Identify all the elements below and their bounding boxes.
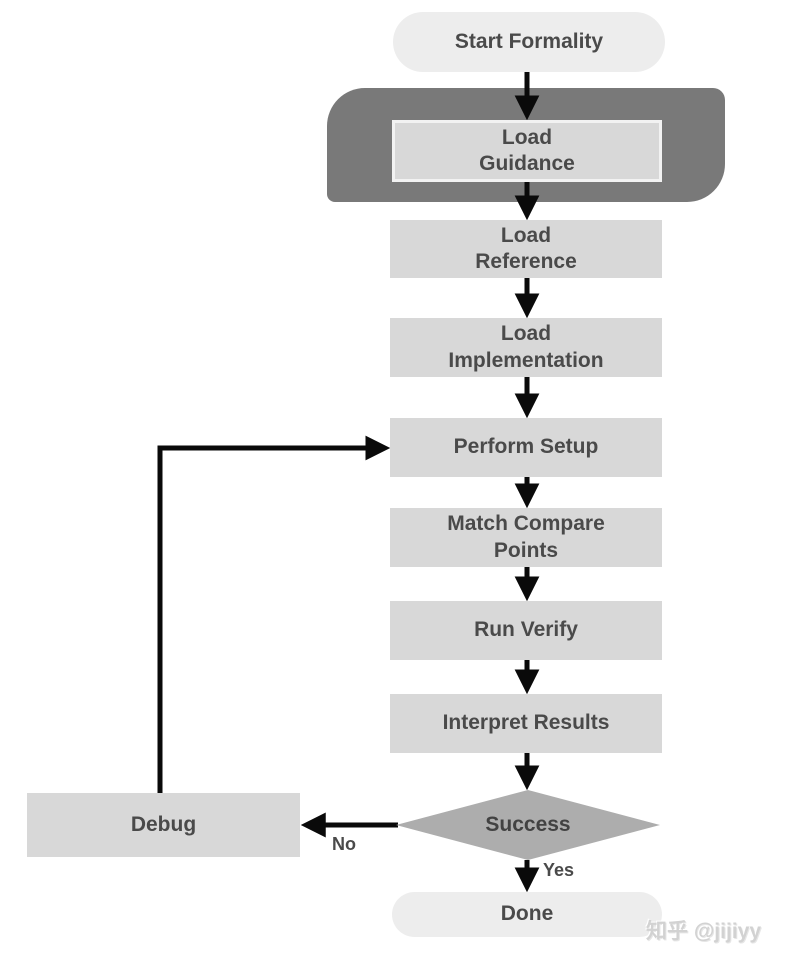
node-label: Load Guidance xyxy=(479,125,575,175)
node-label: Perform Setup xyxy=(453,435,599,459)
node-label: Load Reference xyxy=(475,223,577,273)
node-interpret-results: Interpret Results xyxy=(390,694,662,753)
node-label: Debug xyxy=(130,812,197,836)
edge-label-yes: Yes xyxy=(543,860,575,880)
edge-label-no: No xyxy=(332,834,356,854)
node-match-compare-points: Match Compare Points xyxy=(390,508,662,567)
edge-debug-loop-to-perform-setup xyxy=(157,435,391,793)
node-label: Load Implementation xyxy=(448,322,604,372)
node-load-guidance: Load Guidance xyxy=(392,120,662,182)
node-label: Start Formality xyxy=(454,29,604,53)
node-load-reference: Load Reference xyxy=(390,220,662,278)
node-label: Done xyxy=(500,902,554,926)
node-label: Interpret Results xyxy=(442,711,610,735)
node-label: Match Compare Points xyxy=(447,512,605,562)
node-debug: Debug xyxy=(27,793,300,857)
node-success-decision: Success xyxy=(396,790,660,860)
node-run-verify: Run Verify xyxy=(390,601,662,660)
node-load-implementation: Load Implementation xyxy=(390,318,662,377)
node-done: Done xyxy=(392,892,662,937)
zhihu-watermark: 知乎 @jijiyy xyxy=(646,920,762,943)
node-start-formality: Start Formality xyxy=(393,12,665,72)
node-label: Run Verify xyxy=(474,618,578,642)
node-perform-setup: Perform Setup xyxy=(390,418,662,477)
node-label: Success xyxy=(485,812,571,836)
